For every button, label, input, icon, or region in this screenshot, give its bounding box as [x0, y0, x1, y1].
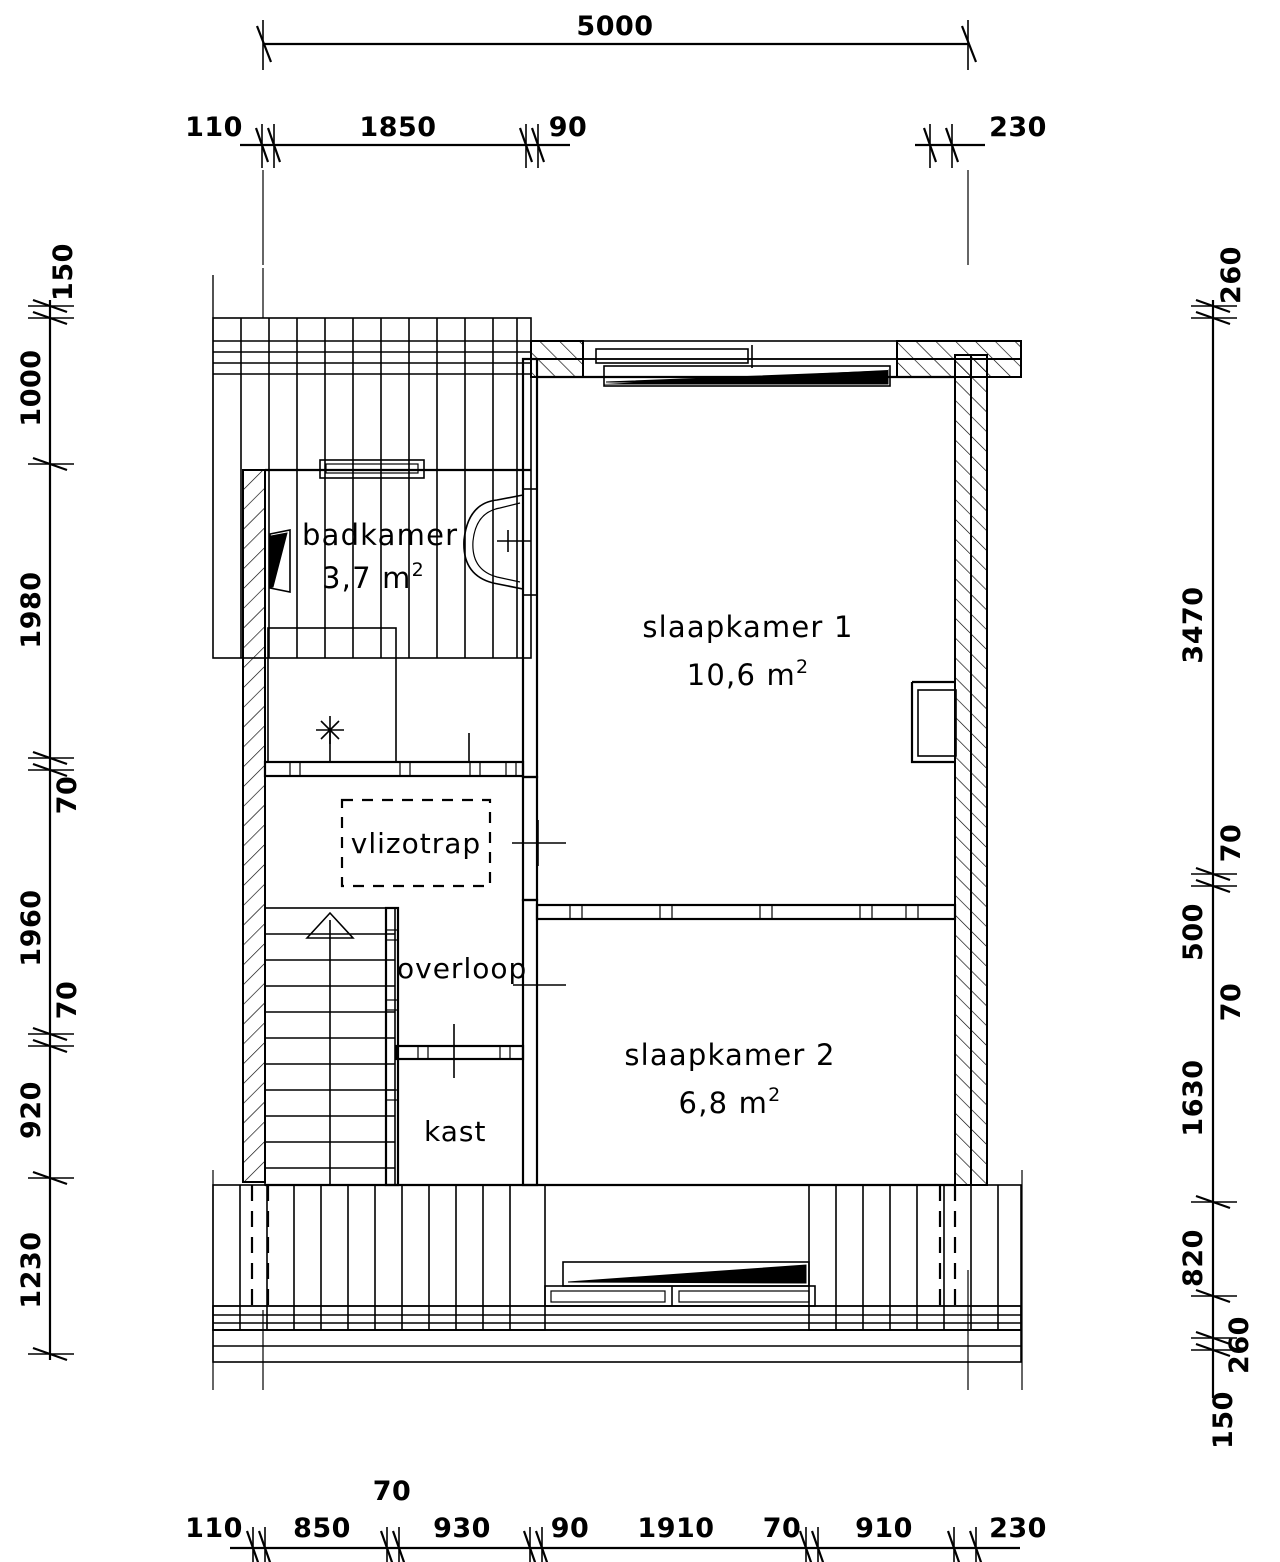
room-name-slaapkamer2: slaapkamer 2: [624, 1038, 835, 1072]
dim-top-chain-2: 90: [549, 112, 588, 143]
dim-right-chain-3: 500: [1178, 903, 1209, 961]
dim-top-chain-0: 110: [185, 112, 243, 143]
dim-left-chain-5: 70: [52, 981, 83, 1020]
stair-up-arrow-icon: [305, 911, 355, 939]
basin-icon: [463, 488, 537, 596]
dim-bottom-chain-1: 850: [293, 1513, 351, 1544]
dim-right-chain-1: 3470: [1178, 586, 1209, 663]
room-name-badkamer: badkamer: [302, 518, 458, 552]
dim-right-chain-7: 260: [1224, 1316, 1255, 1374]
dimension-bottom-chain: 110 850 70 930 90 1910 70 910 230: [185, 1476, 1047, 1562]
badkamer-fixtures: [267, 488, 537, 763]
roof-battens-bottom: [212, 1184, 1022, 1363]
dim-right-chain-2: 70: [1216, 824, 1247, 863]
dim-left-chain-1: 1000: [16, 349, 47, 426]
dim-bottom-chain-4: 90: [551, 1513, 590, 1544]
dim-right-chain-0: 260: [1216, 246, 1247, 304]
dim-right-chain-4: 70: [1216, 983, 1247, 1022]
dim-bottom-chain-8: 230: [989, 1513, 1047, 1544]
dim-top-chain-3: 230: [989, 112, 1047, 143]
dim-left-chain-2: 1980: [16, 571, 47, 648]
dimension-top-chain: 110 1850 90 230: [185, 112, 1047, 168]
window-sill-badkamer: [269, 529, 291, 593]
room-label-slaapkamer1: slaapkamer 1 10,6 m2: [642, 610, 853, 692]
shower-tray: [267, 627, 397, 763]
room-area-slaapkamer2: 6,8 m2: [679, 1084, 782, 1120]
dim-top-overall-label: 5000: [576, 11, 653, 42]
roof-guide-marks: [212, 268, 264, 318]
dimension-right-chain: 260 3470 70 500 70 1630 820 260 150: [1178, 246, 1255, 1449]
dimension-top-overall: 5000: [255, 11, 978, 70]
label-vlizotrap: vlizotrap: [351, 827, 481, 860]
dim-bottom-chain-6: 70: [763, 1513, 802, 1544]
label-overloop: overloop: [397, 952, 527, 985]
room-area-slaapkamer1: 10,6 m2: [687, 656, 810, 692]
dim-top-chain-1: 1850: [359, 112, 436, 143]
dim-left-chain-0: 150: [48, 243, 79, 301]
room-label-slaapkamer2: slaapkamer 2 6,8 m2: [624, 1038, 835, 1120]
vlizotrap-box: [340, 798, 492, 888]
dim-right-chain-8: 150: [1208, 1391, 1239, 1449]
room-outlines: [265, 375, 955, 1187]
dim-left-chain-6: 920: [16, 1081, 47, 1139]
dim-bottom-chain-7: 910: [855, 1513, 913, 1544]
label-kast: kast: [424, 1115, 486, 1148]
dim-bottom-chain-2: 70: [373, 1476, 412, 1507]
wall-left-exterior: [242, 469, 266, 1183]
drain-icon: [316, 716, 344, 762]
roof-battens-top-left: [212, 317, 532, 659]
dim-left-chain-3: 70: [52, 776, 83, 815]
dim-bottom-chain-3: 930: [433, 1513, 491, 1544]
dim-left-chain-4: 1960: [16, 889, 47, 966]
room-area-badkamer: 3,7 m2: [322, 559, 425, 595]
wall-niche-right: [910, 680, 957, 764]
room-name-slaapkamer1: slaapkamer 1: [642, 610, 853, 644]
leader-lines: [453, 733, 566, 1078]
dim-bottom-chain-5: 1910: [637, 1513, 714, 1544]
dim-left-chain-7: 1230: [16, 1231, 47, 1308]
dim-right-chain-5: 1630: [1178, 1059, 1209, 1136]
dim-right-chain-6: 820: [1178, 1229, 1209, 1287]
dim-bottom-chain-0: 110: [185, 1513, 243, 1544]
dimension-left-chain: 150 1000 1980 70 1960 70 920 1230: [16, 243, 83, 1362]
wall-right-exterior: [954, 354, 988, 1186]
room-label-badkamer: badkamer 3,7 m2: [302, 518, 458, 595]
